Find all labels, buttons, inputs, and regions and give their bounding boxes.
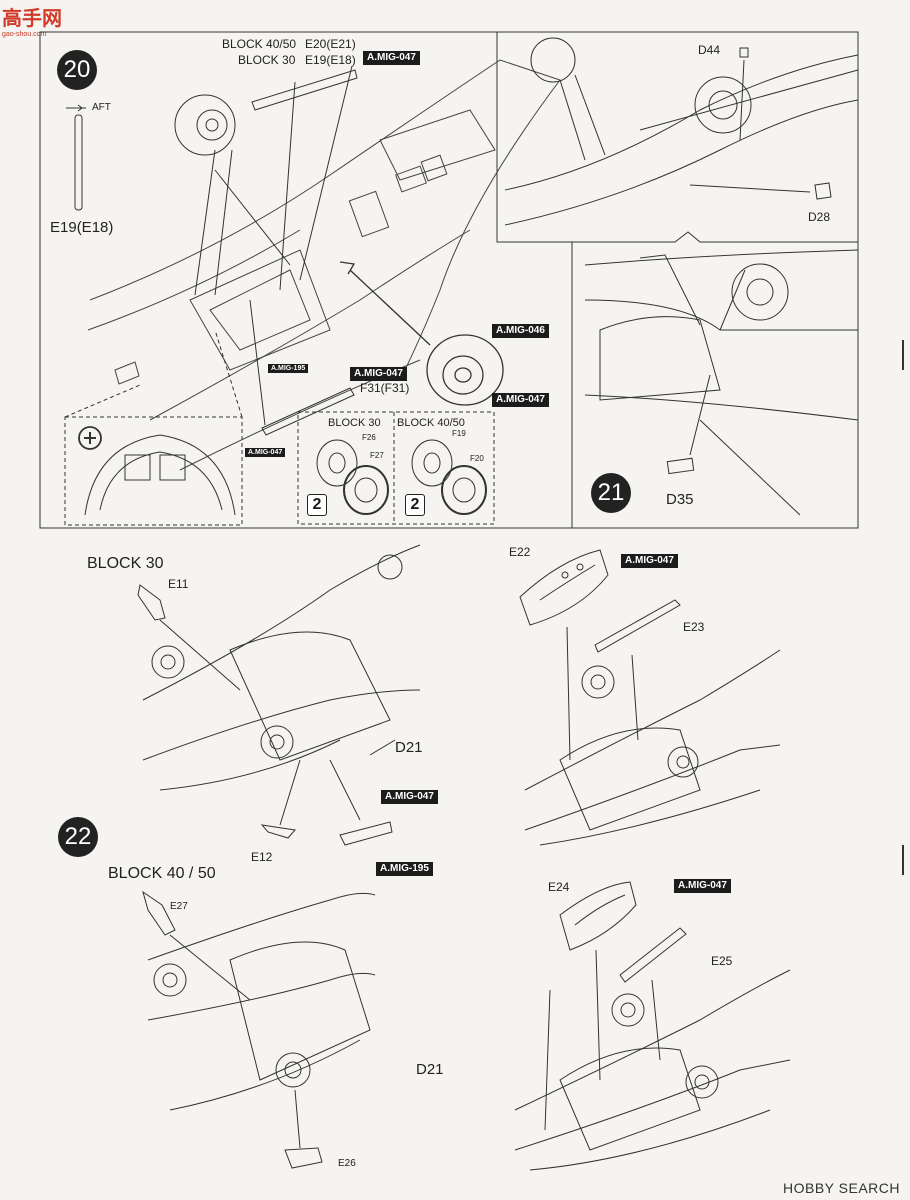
d21-label-top: D21: [395, 739, 423, 756]
f20-label: F20: [470, 454, 484, 463]
hobby-search-watermark: HOBBY SEARCH: [783, 1180, 900, 1196]
step22-block30-drawing: [137, 544, 421, 846]
f26-label: F26: [362, 433, 376, 442]
e27-label: E27: [170, 901, 188, 912]
step-20-number-text: 20: [63, 56, 91, 83]
e20-label: E20(E21): [305, 37, 356, 51]
step21-drawing: [584, 249, 859, 516]
step-21-number-text: 21: [597, 479, 625, 506]
step22-e25-strip: [619, 927, 687, 983]
e23-label: E23: [683, 620, 705, 634]
wheel-options-inset: [297, 411, 495, 525]
part-f31-rod: [249, 299, 355, 436]
e19-label: E19(E18): [305, 53, 356, 67]
aft-label: AFT: [92, 102, 111, 113]
site-logo-url: gao-shou.com: [2, 31, 47, 38]
step22-right-bottom-drawing: [514, 949, 791, 1171]
wheel-halves-block30: [316, 439, 389, 515]
step20b-frame: [496, 32, 858, 243]
d35-label: D35: [666, 491, 694, 508]
paint-tag-047-step22: A.MIG-047: [381, 790, 438, 804]
part-main-wheel: [339, 261, 504, 406]
e19-isolated-label: E19(E18): [50, 219, 114, 236]
f19-label: F19: [452, 429, 466, 438]
e12-label: E12: [251, 850, 273, 864]
e26-label: E26: [338, 1158, 356, 1169]
block30-header-label: BLOCK 30: [238, 53, 296, 67]
paint-tag-047-e23: A.MIG-047: [621, 554, 678, 568]
paint-tag-195-step22: A.MIG-195: [376, 862, 433, 876]
e24-label: E24: [548, 880, 570, 894]
e25-label: E25: [711, 954, 733, 968]
quantity-block30-text: 2: [312, 496, 322, 513]
d21-label-bottom: D21: [416, 1061, 444, 1078]
site-logo: 高手网 gao-shou.com: [2, 2, 62, 38]
wheel-halves-block4050: [411, 439, 487, 515]
step-20-number: 20: [57, 50, 97, 90]
step-22-number-text: 22: [64, 823, 92, 850]
paint-tag-wheel-b: A.MIG-047: [492, 393, 549, 407]
block30-title: BLOCK 30: [87, 555, 164, 572]
step20-fuselage: [87, 59, 561, 471]
quantity-badge-block30: 2: [307, 494, 327, 516]
site-logo-text: 高手网: [2, 8, 62, 30]
step-21-number: 21: [591, 473, 631, 513]
inset-block4050-label: BLOCK 40/50: [397, 417, 465, 429]
step22-e23-strip: [594, 599, 681, 653]
zoom-inset: [64, 329, 243, 526]
step22-e24-panel: [559, 881, 637, 951]
block4050-title: BLOCK 40 / 50: [108, 865, 216, 882]
part-e20-strut: [251, 65, 358, 291]
step20-nose-gear: [174, 94, 291, 296]
d28-label: D28: [808, 210, 831, 224]
step-22-number: 22: [58, 817, 98, 857]
step22-right-top-drawing: [524, 626, 781, 846]
d44-label: D44: [698, 43, 721, 57]
quantity-badge-block4050: 2: [405, 494, 425, 516]
paint-tag-047-e25: A.MIG-047: [674, 879, 731, 893]
part-e19-isolated: [66, 104, 86, 211]
inset-block30-label: BLOCK 30: [328, 417, 381, 429]
quantity-block4050-text: 2: [410, 496, 420, 513]
step22-e22-panel: [519, 549, 609, 626]
block4050-header-label: BLOCK 40/50: [222, 37, 297, 51]
paint-tag-195: A.MIG-195: [268, 364, 309, 373]
paint-tag-wheel-a: A.MIG-046: [492, 324, 549, 338]
e22-label: E22: [509, 545, 531, 559]
f31-label: F31(F31): [360, 381, 410, 395]
step22-block4050-drawing: [142, 890, 376, 1169]
paint-tag-047-rod: A.MIG-047: [350, 367, 407, 381]
paint-tag-strut: A.MIG-047: [363, 51, 420, 65]
step20b-drawing: [504, 37, 859, 226]
paint-tag-047-small: A.MIG-047: [245, 448, 286, 457]
f27-label: F27: [370, 451, 384, 460]
e11-label: E11: [168, 577, 189, 591]
